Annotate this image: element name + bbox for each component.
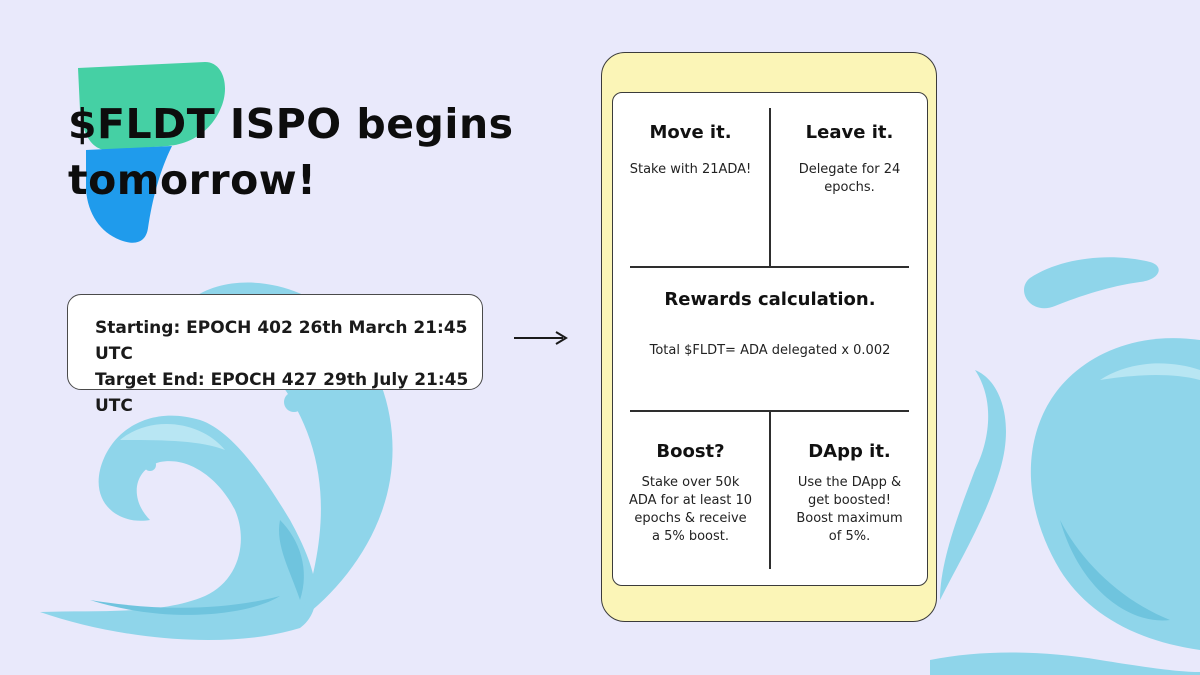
splash-wave-right-icon bbox=[930, 257, 1200, 675]
boost-body-line: Stake over 50k bbox=[641, 475, 740, 490]
move-it-title: Move it. bbox=[649, 122, 732, 143]
dapp-body-line: Use the DApp & bbox=[797, 475, 902, 490]
divider-lower-horizontal bbox=[630, 410, 909, 412]
move-it-body: Stake with 21ADA! bbox=[629, 162, 752, 177]
start-date-text: Starting: EPOCH 402 26th March 21:45 UTC bbox=[95, 318, 468, 364]
rewards-formula: Total $FLDT= ADA delegated x 0.002 bbox=[649, 343, 891, 358]
leave-it-title: Leave it. bbox=[805, 122, 894, 143]
card-dapp-it: DApp it. Use the DApp & get boosted! Boo… bbox=[771, 441, 928, 546]
fldt-logo-icon bbox=[78, 62, 225, 243]
rewards-title: Rewards calculation. bbox=[664, 289, 876, 310]
epoch-dates-box: Starting: EPOCH 402 26th March 21:45 UTC… bbox=[67, 294, 483, 416]
card-leave-it: Leave it. Delegate for 24 epochs. bbox=[771, 122, 928, 197]
boost-body-line: ADA for at least 10 bbox=[628, 493, 753, 508]
dapp-it-body: Use the DApp & get boosted! Boost maximu… bbox=[771, 474, 928, 546]
boost-title: Boost? bbox=[656, 441, 725, 462]
leave-it-body-line: epochs. bbox=[824, 180, 875, 195]
boost-body-line: epochs & receive bbox=[634, 511, 747, 526]
dapp-body-line: of 5%. bbox=[828, 529, 871, 544]
boost-body: Stake over 50k ADA for at least 10 epoch… bbox=[612, 474, 769, 546]
dapp-body-line: Boost maximum bbox=[796, 511, 903, 526]
headline-line-1: $FLDT ISPO begins bbox=[68, 100, 514, 148]
divider-top-vertical bbox=[769, 108, 771, 266]
card-boost: Boost? Stake over 50k ADA for at least 1… bbox=[612, 441, 769, 546]
boost-body-line: a 5% boost. bbox=[651, 529, 730, 544]
dapp-body-line: get boosted! bbox=[808, 493, 891, 508]
leave-it-body: Delegate for 24 epochs. bbox=[771, 161, 928, 197]
arrow-right-icon bbox=[514, 331, 568, 345]
target-end-date-text: Target End: EPOCH 427 29th July 21:45 UT… bbox=[95, 370, 469, 416]
divider-bottom-vertical bbox=[769, 411, 771, 569]
card-move-it: Move it. Stake with 21ADA! bbox=[612, 122, 769, 179]
divider-upper-horizontal bbox=[630, 266, 909, 268]
dapp-it-title: DApp it. bbox=[808, 441, 891, 462]
headline-line-2: tomorrow! bbox=[68, 156, 317, 204]
leave-it-body-line: Delegate for 24 bbox=[798, 162, 901, 177]
card-rewards-calculation: Rewards calculation. Total $FLDT= ADA de… bbox=[612, 289, 928, 360]
headline: $FLDT ISPO begins tomorrow! bbox=[68, 96, 528, 208]
